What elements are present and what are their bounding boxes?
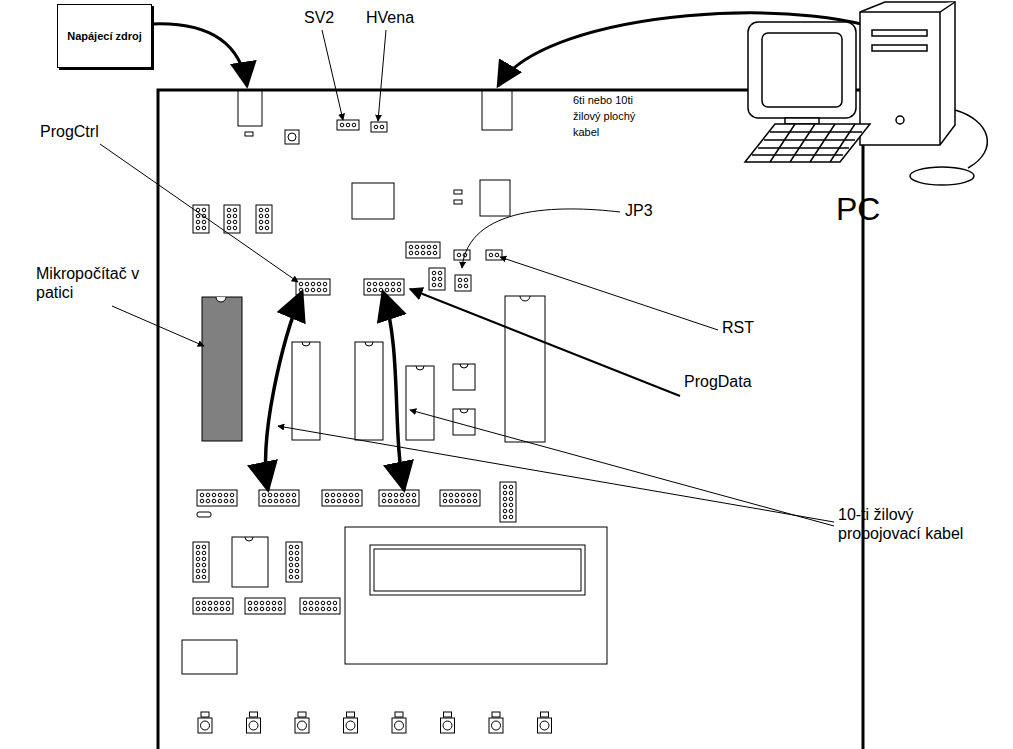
connector-name: ProgCtrl [40, 122, 99, 141]
chip-notch [216, 297, 226, 302]
ribbon-cable [383, 292, 404, 490]
pc-label: PC [836, 190, 880, 228]
box-title: Napájecí zdroj [67, 30, 142, 42]
connector-name: SV2 [304, 8, 334, 27]
cable-note: 6ti nebo 10ti žilový plochý kabel [573, 93, 653, 141]
jumper-name: JP3 [625, 201, 653, 220]
pin-headers [193, 120, 516, 614]
leader-lines [100, 30, 834, 526]
jumper-name: RST [722, 318, 754, 337]
microcontroller-chip [202, 297, 242, 441]
connector-name: ProgData [684, 372, 752, 391]
power-arrow [152, 24, 247, 86]
cable-note: 10-ti žilový propojovací kabel [838, 505, 990, 543]
pc-illustration [745, 2, 987, 185]
part-name: Mikropočítač v patici [36, 264, 144, 302]
jumper-name: HVena [366, 8, 414, 27]
board-outline [158, 90, 863, 749]
power-supply-box: Napájecí zdroj [57, 4, 152, 68]
push-buttons [198, 712, 552, 733]
board-parts [182, 90, 607, 674]
ribbon-cable [266, 292, 302, 490]
